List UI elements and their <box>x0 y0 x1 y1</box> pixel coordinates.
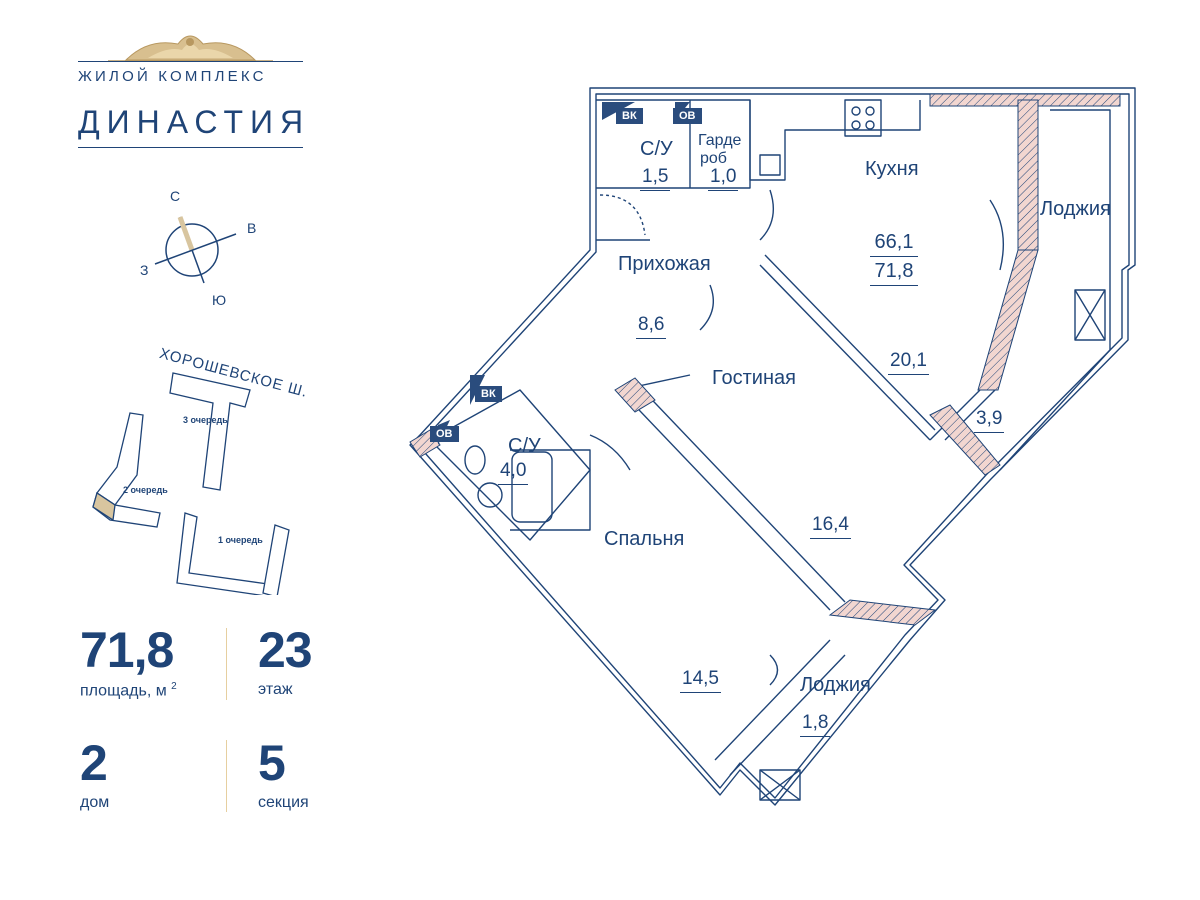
logo-name: ДИНАСТИЯ <box>78 104 311 140</box>
room-bathroom-top-area: 1,5 <box>640 166 671 191</box>
logo: ЖИЛОЙ КОМПЛЕКС ДИНАСТИЯ <box>78 28 308 158</box>
room-bedroom-area: 14,5 <box>680 668 721 693</box>
stat-house-value: 2 <box>80 735 108 791</box>
room-kitchen-label: Кухня <box>865 158 919 180</box>
compass-east: В <box>247 220 257 236</box>
total-area-divider <box>870 256 918 257</box>
stat-section-label: секция <box>258 794 309 811</box>
sidebar: ЖИЛОЙ КОМПЛЕКС ДИНАСТИЯ С В Ю З ХОРОШЕВС… <box>0 0 360 900</box>
room-bathroom-bottom-area: 4,0 <box>498 460 529 485</box>
logo-divider-bottom <box>78 147 303 148</box>
room-wardrobe-area: 1,0 <box>708 166 739 191</box>
logo-crown-icon <box>108 35 273 62</box>
compass-icon <box>154 216 237 284</box>
tag-vk-bottom: ВК <box>475 386 502 402</box>
compass-west: З <box>140 262 149 278</box>
stat-section-value: 5 <box>258 735 286 791</box>
site-plan: 3 очередь 2 очередь 1 очередь <box>85 335 335 595</box>
apartment-total-area: 66,1 71,8 <box>866 228 922 286</box>
logo-tagline: ЖИЛОЙ КОМПЛЕКС <box>78 68 267 85</box>
room-wardrobe-label-line1: Гарде <box>698 132 742 149</box>
room-loggia-bottom-area: 1,8 <box>800 712 831 737</box>
room-loggia-bottom-label: Лоджия <box>800 674 871 696</box>
stat-area: 71,8 площадь, м 2 <box>80 625 177 700</box>
logo-divider-top <box>78 61 303 62</box>
stat-house-label: дом <box>80 794 110 811</box>
room-loggia-top-area: 3,9 <box>974 408 1005 433</box>
room-bathroom-bottom-label: С/У <box>508 435 541 457</box>
stat-floor-value: 23 <box>258 622 313 678</box>
tag-ov-bottom: ОВ <box>430 426 459 442</box>
total-area-value: 71,8 <box>874 260 914 282</box>
stat-floor-label: этаж <box>258 681 293 698</box>
floor-plan-drawing <box>409 87 1136 806</box>
room-living-label: Гостиная <box>712 367 796 389</box>
site-plan-buildings-icon <box>92 372 290 595</box>
room-loggia-top-label: Лоджия <box>1040 198 1111 220</box>
compass: С В Ю З <box>130 180 270 320</box>
stat-area-unit-sup: 2 <box>171 681 177 692</box>
stat-area-value: 71,8 <box>80 622 174 678</box>
stat-floor: 23 этаж <box>258 622 313 699</box>
compass-south: Ю <box>212 292 227 308</box>
stat-section: 5 секция <box>258 738 309 812</box>
room-kitchen-area: 20,1 <box>888 350 929 375</box>
living-area-value: 66,1 <box>874 231 914 253</box>
stat-area-label: площадь, м 2 <box>80 681 177 700</box>
stat-area-label-text: площадь, м <box>80 682 167 700</box>
tag-vk-top: ВК <box>616 108 643 124</box>
room-bedroom-label: Спальня <box>604 528 685 550</box>
queue-label-1: 1 очередь <box>218 535 263 545</box>
floor-plan: ВК ОВ ВК ОВ Кухня 20,1 Лоджия 3,9 Прихож… <box>390 70 1190 840</box>
stat-house: 2 дом <box>80 738 109 812</box>
stat-divider-top <box>226 628 227 700</box>
compass-north: С <box>170 188 181 204</box>
room-hallway-area: 8,6 <box>636 314 667 339</box>
queue-label-3: 3 очередь <box>183 415 228 425</box>
total-area-underline <box>870 285 918 286</box>
queue-label-2: 2 очередь <box>123 485 168 495</box>
tag-ov-top: ОВ <box>673 108 702 124</box>
room-wardrobe-label-line2: роб <box>700 150 727 167</box>
room-bathroom-top-label: С/У <box>640 138 673 160</box>
room-hallway-label: Прихожая <box>618 253 711 275</box>
stat-divider-bottom <box>226 740 227 812</box>
room-living-area: 16,4 <box>810 514 851 539</box>
